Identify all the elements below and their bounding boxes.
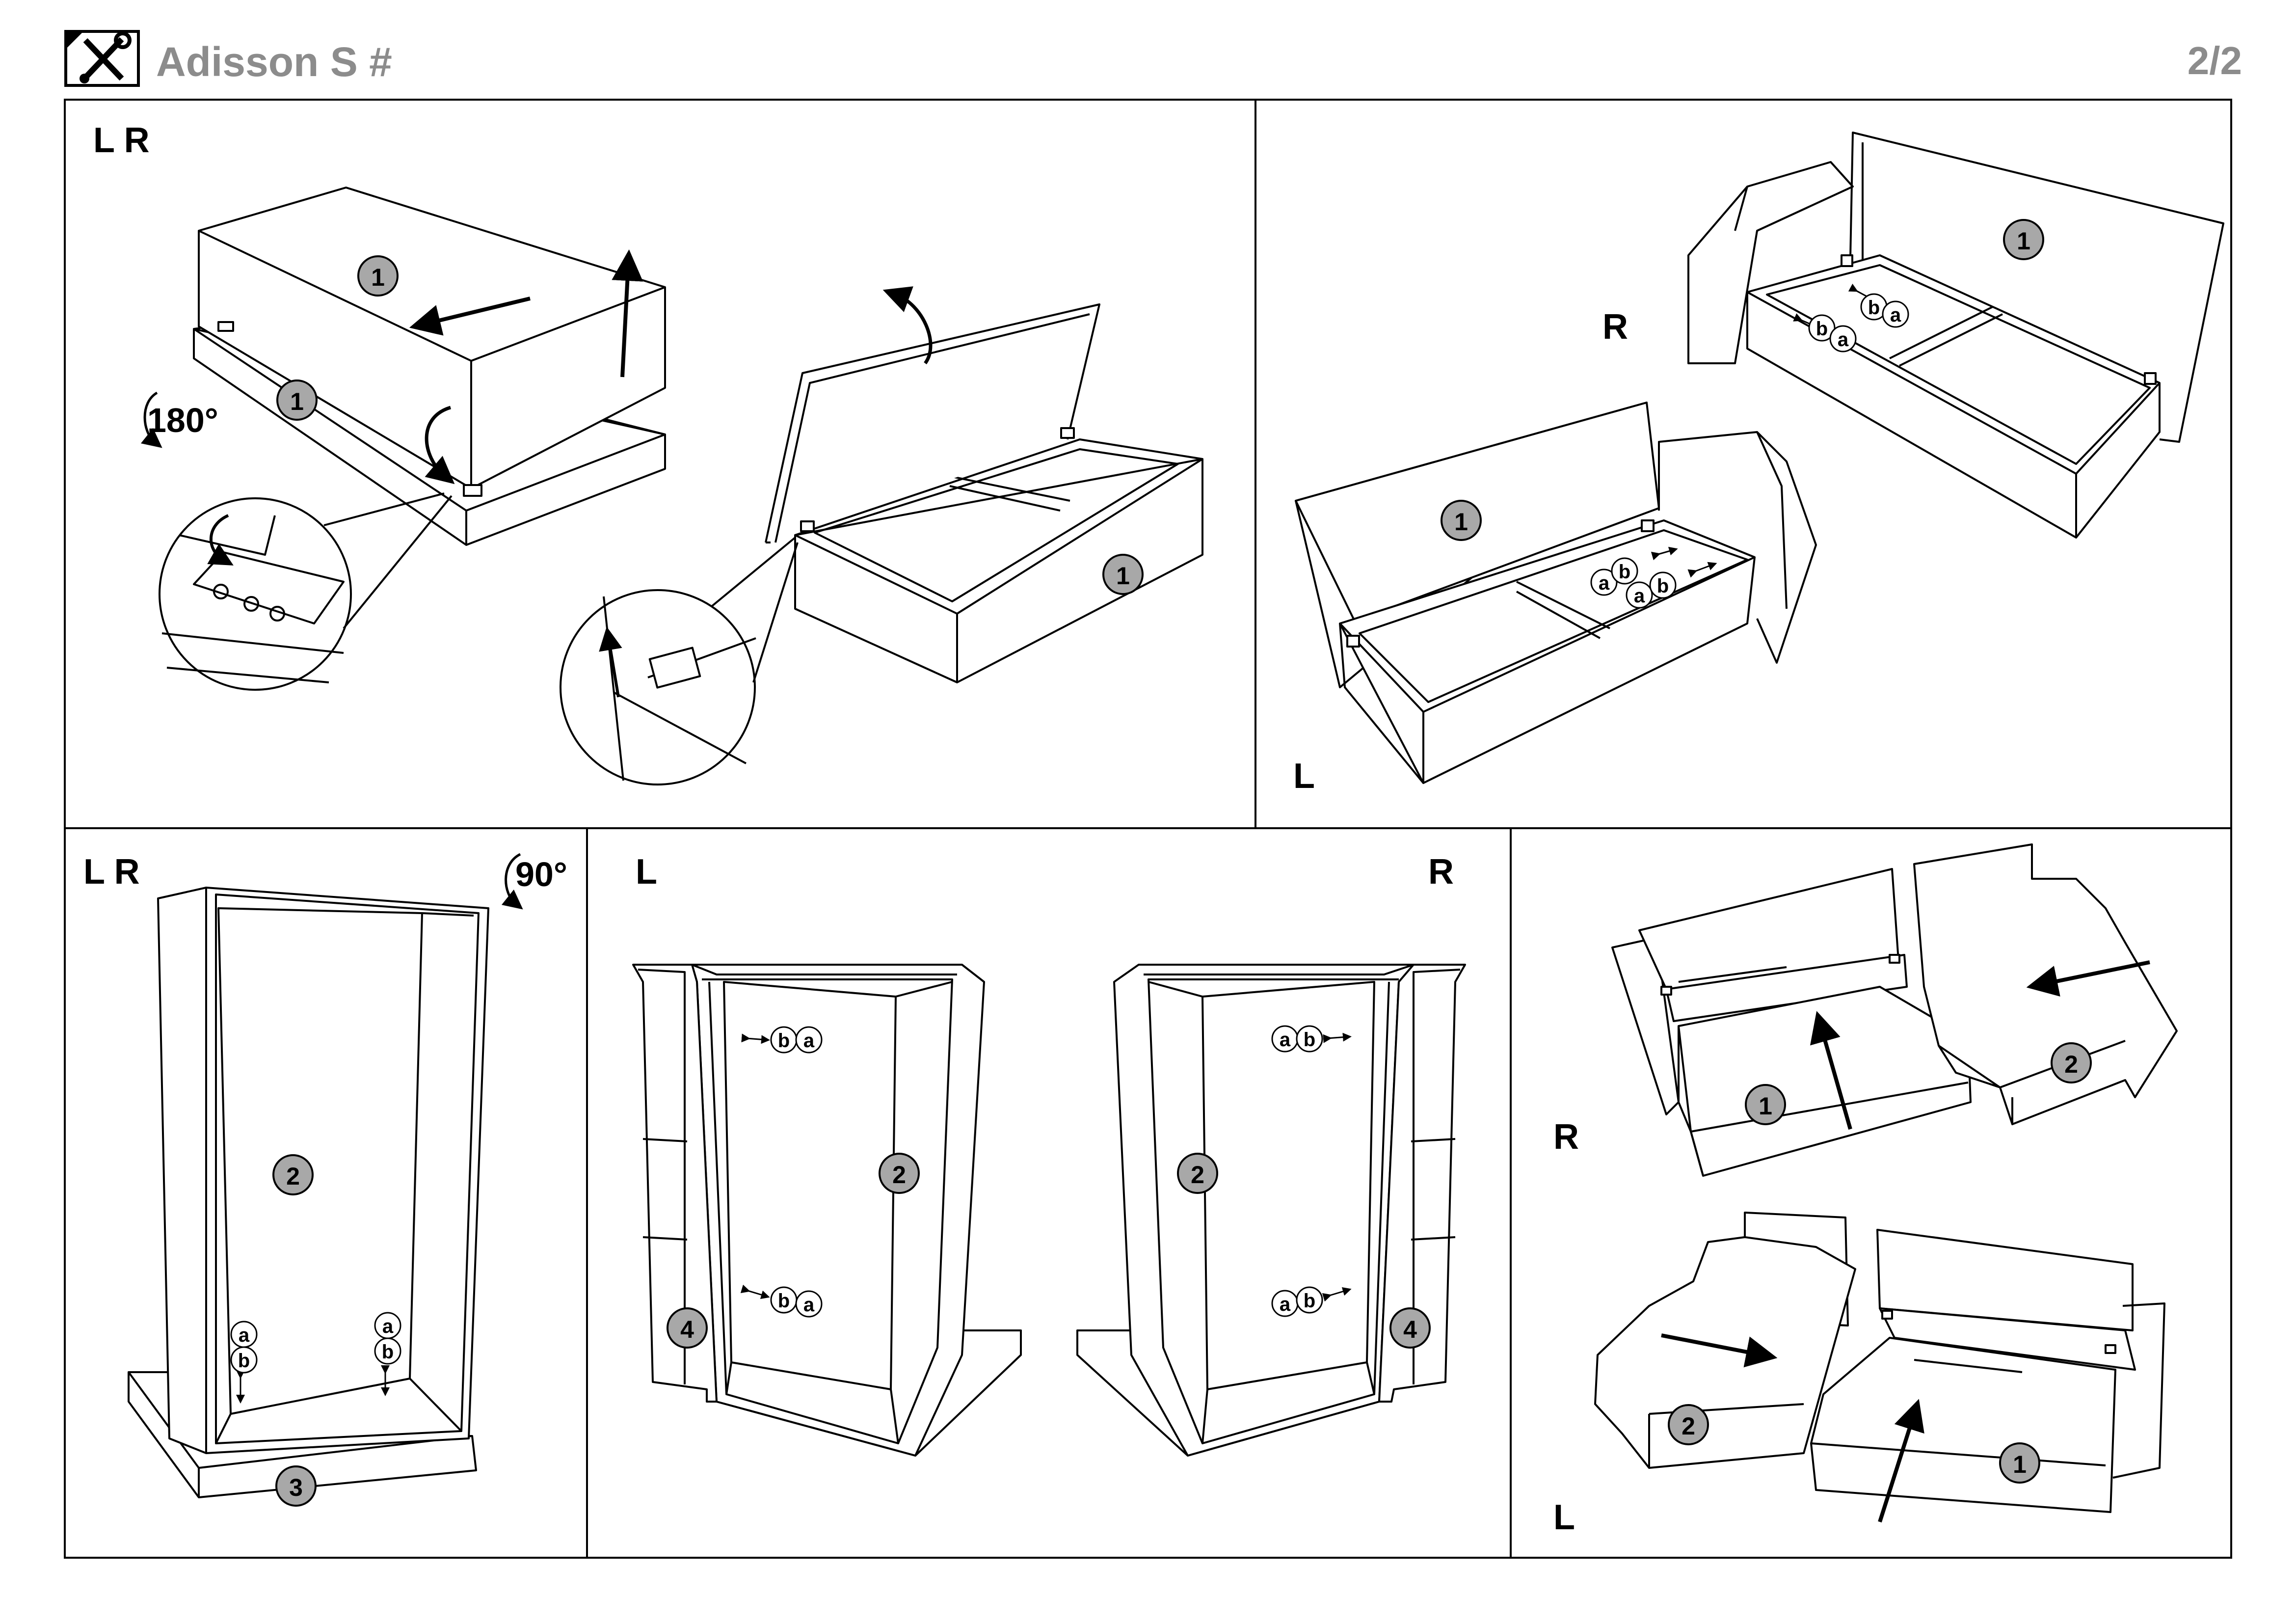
panel-5-left-label: L [1553,1498,1575,1537]
hinge-label-a: a [382,1316,394,1337]
callout-1: 1 [290,388,304,415]
panel-5-callouts: 1 2 2 1 [1668,1042,2092,1484]
panel-4-right-label: R [1428,852,1454,892]
hinge-label-a: a [1280,1029,1291,1051]
callout-2: 2 [1191,1161,1204,1189]
callout-1: 1 [1759,1092,1772,1120]
hinge-label-a: a [1599,572,1610,594]
callout-1: 1 [371,264,385,291]
hinge-label-b: b [1619,561,1630,583]
callout-2: 2 [2064,1051,2078,1078]
panel-2-callouts: 1 1 b a b a a b a b [1441,219,2044,609]
document-title: Adisson S # [156,39,392,85]
hinge-label-a: a [1838,329,1849,351]
callout-1: 1 [1454,508,1468,536]
panel-5-right-label: R [1553,1117,1579,1157]
hinge-label-b: b [1304,1029,1315,1051]
hinge-label-b: b [1657,575,1669,597]
panel-frames [64,99,2232,1559]
callout-3: 3 [289,1474,303,1501]
hinge-label-b: b [238,1350,250,1372]
hinge-label-b: b [382,1341,394,1363]
callout-2: 2 [286,1163,300,1190]
hinge-label-a: a [239,1325,250,1346]
callout-1: 1 [2017,227,2030,255]
panel-3 [128,853,523,1498]
panel-3-rotation-label: 90° [515,855,567,893]
page-number: 2/2 [2187,39,2242,82]
panel-2-left-label: L [1293,757,1315,796]
callout-4: 4 [680,1316,694,1343]
callout-1: 1 [2013,1451,2027,1478]
hinge-label-b: b [1304,1290,1315,1312]
panel-2-right-label: R [1602,307,1628,347]
hinge-label-b: b [778,1290,790,1312]
panel-3-side-label: L R [83,852,140,892]
callout-1: 1 [1116,562,1130,590]
panel-1-callouts: 1 1 1 [276,255,1144,595]
panel-3-callouts: 2 3 a b a b [230,1154,401,1507]
panel-1 [140,187,1203,785]
hinge-label-b: b [778,1030,790,1052]
callout-4: 4 [1403,1316,1417,1343]
hinge-label-b: b [1868,297,1880,319]
panel-4-left-label: L [636,852,657,892]
callout-2: 2 [1682,1412,1695,1440]
hinge-label-a: a [803,1030,815,1052]
hinge-label-a: a [1634,585,1645,607]
panel-1-rotation-label: 180° [147,401,218,439]
panel-4 [632,964,1466,1457]
hinge-label-b: b [1816,318,1828,340]
hinge-label-a: a [803,1294,815,1316]
hinge-label-a: a [1280,1294,1291,1315]
callout-2: 2 [892,1161,906,1189]
hinge-label-a: a [1890,304,1901,326]
panel-1-side-label: L R [93,121,150,160]
panel-4-callouts: 2 2 4 4 b a b a a b a b [667,1025,1431,1349]
tools-icon [64,30,140,87]
panel-2 [1295,132,2224,784]
